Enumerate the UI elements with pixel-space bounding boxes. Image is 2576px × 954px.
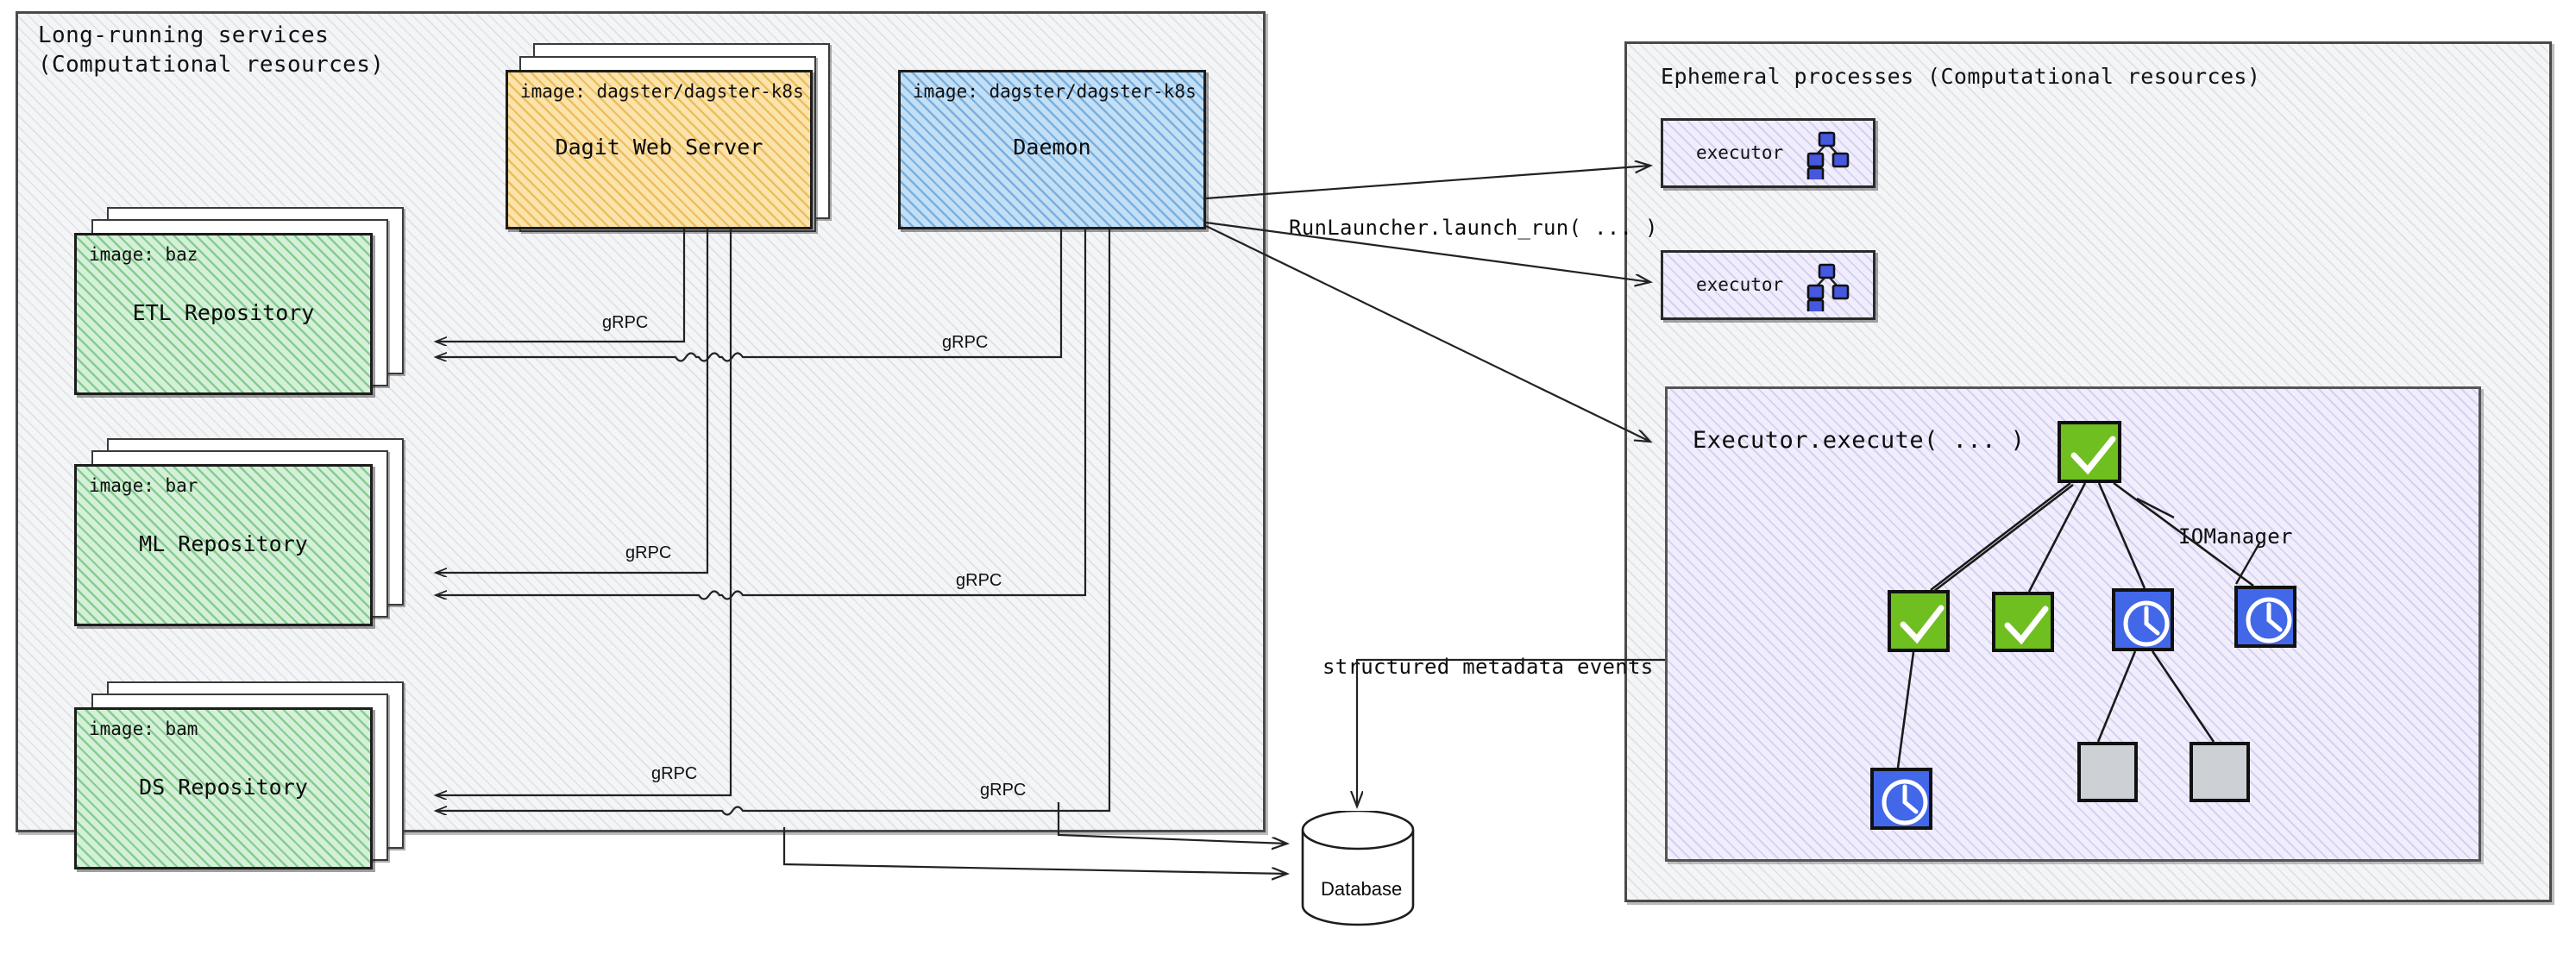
dag-node-root[interactable] bbox=[2058, 421, 2121, 483]
clock-icon bbox=[2246, 597, 2292, 643]
grpc-label-4: gRPC bbox=[956, 571, 1002, 590]
iomanager-label: IOManager bbox=[2178, 524, 2293, 549]
check-icon bbox=[2004, 606, 2049, 645]
clock-icon bbox=[2123, 600, 2170, 647]
check-icon bbox=[2070, 436, 2116, 475]
etl-image-label: image: baz bbox=[89, 244, 198, 265]
dag-node-f[interactable] bbox=[2077, 742, 2138, 802]
dagit-image-label: image: dagster/dagster-k8s bbox=[520, 81, 804, 102]
dag-mini-icon bbox=[1806, 131, 1850, 179]
ds-image-label: image: bam bbox=[89, 719, 198, 739]
ml-repository-card[interactable]: image: bar ML Repository bbox=[74, 464, 373, 626]
grpc-label-5: gRPC bbox=[651, 764, 698, 783]
executor-execute-title: Executor.execute( ... ) bbox=[1693, 427, 2026, 454]
executor-box-2[interactable]: executor bbox=[1661, 250, 1875, 320]
dag-node-a[interactable] bbox=[1888, 590, 1950, 652]
grpc-label-3: gRPC bbox=[625, 543, 672, 562]
daemon-title: Daemon bbox=[1013, 135, 1091, 160]
dagit-web-server-stack[interactable]: image: dagster/dagster-k8s Dagit Web Ser… bbox=[506, 43, 833, 233]
ephemeral-processes-title: Ephemeral processes (Computational resou… bbox=[1661, 64, 2261, 89]
dag-node-c[interactable] bbox=[2112, 588, 2174, 651]
ml-repository-stack[interactable]: image: bar ML Repository bbox=[74, 438, 419, 637]
run-launcher-label: RunLauncher.launch_run( ... ) bbox=[1289, 216, 1658, 240]
dag-node-b[interactable] bbox=[1992, 592, 2054, 652]
database-label: Database bbox=[1321, 878, 1403, 900]
grpc-label-2: gRPC bbox=[942, 333, 989, 352]
dag-node-g[interactable] bbox=[2190, 742, 2250, 802]
ds-repository-card[interactable]: image: bam DS Repository bbox=[74, 707, 373, 869]
long-running-services-title-line1: Long-running services bbox=[38, 22, 330, 48]
dag-node-e[interactable] bbox=[1870, 768, 1932, 830]
daemon-image-label: image: dagster/dagster-k8s bbox=[913, 81, 1197, 102]
etl-repository-card[interactable]: image: baz ETL Repository bbox=[74, 233, 373, 395]
grpc-label-6: gRPC bbox=[980, 781, 1027, 800]
clock-icon bbox=[1882, 779, 1928, 825]
check-icon bbox=[1900, 605, 1945, 644]
long-running-services-title-line2: (Computational resources) bbox=[38, 52, 385, 78]
grpc-label-1: gRPC bbox=[602, 313, 649, 332]
etl-title: ETL Repository bbox=[132, 300, 315, 325]
daemon-stack[interactable]: image: dagster/dagster-k8s Daemon bbox=[898, 70, 1217, 242]
etl-repository-stack[interactable]: image: baz ETL Repository bbox=[74, 207, 419, 405]
daemon-card[interactable]: image: dagster/dagster-k8s Daemon bbox=[898, 70, 1206, 229]
structured-metadata-label: structured metadata events bbox=[1323, 655, 1654, 679]
ds-repository-stack[interactable]: image: bam DS Repository bbox=[74, 681, 419, 880]
ml-title: ML Repository bbox=[139, 531, 308, 556]
dag-mini-icon bbox=[1806, 263, 1850, 311]
executor-box-1[interactable]: executor bbox=[1661, 118, 1875, 188]
dagit-title: Dagit Web Server bbox=[555, 135, 763, 160]
database-cylinder[interactable] bbox=[1296, 811, 1421, 932]
executor-box-2-label: executor bbox=[1696, 274, 1784, 295]
ds-title: DS Repository bbox=[139, 775, 308, 800]
dag-node-d[interactable] bbox=[2234, 586, 2296, 648]
executor-box-1-label: executor bbox=[1696, 142, 1784, 163]
ml-image-label: image: bar bbox=[89, 475, 198, 496]
dagit-web-server-card[interactable]: image: dagster/dagster-k8s Dagit Web Ser… bbox=[506, 70, 813, 229]
